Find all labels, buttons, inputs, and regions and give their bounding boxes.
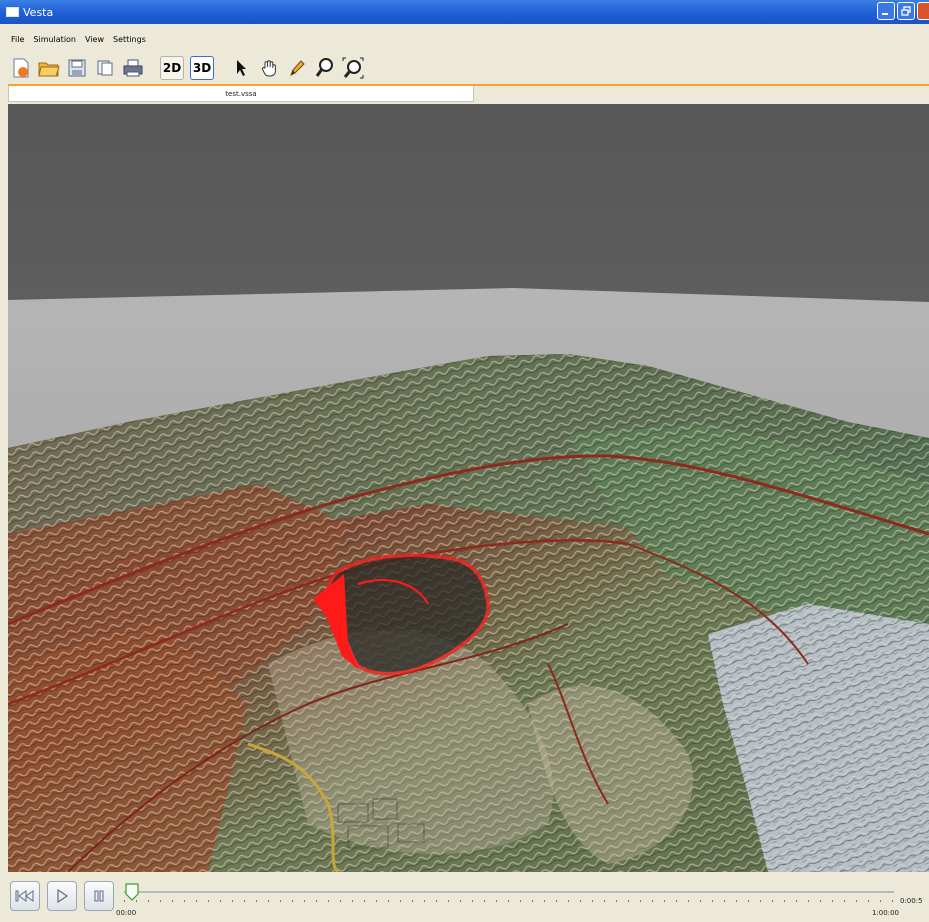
mode-2d-button[interactable]: 2D: [160, 56, 184, 80]
mode-3d-button[interactable]: 3D: [190, 56, 214, 80]
minimize-button[interactable]: [877, 2, 895, 20]
pause-button[interactable]: [84, 881, 114, 911]
start-time-label: 00:00: [116, 909, 137, 917]
restore-icon: [901, 6, 911, 16]
menu-simulation[interactable]: Simulation: [33, 35, 77, 44]
zoom-fit-icon: [342, 57, 364, 79]
tab-test-vssa[interactable]: test.vssa: [8, 86, 474, 102]
terrain-scene: [8, 104, 929, 872]
pause-icon: [94, 890, 104, 902]
zoom-tool-button[interactable]: [314, 57, 336, 79]
pan-tool-button[interactable]: [258, 57, 280, 79]
pencil-icon: [290, 60, 305, 77]
hand-icon: [261, 60, 276, 77]
maximize-button[interactable]: [897, 2, 915, 20]
menu-settings[interactable]: Settings: [113, 35, 146, 44]
timeline-ticks: [124, 900, 894, 902]
select-tool-button[interactable]: [230, 57, 252, 79]
pointer-icon: [237, 60, 246, 76]
play-button[interactable]: [47, 881, 77, 911]
copy-icon: [97, 60, 113, 76]
new-file-icon: [13, 58, 29, 78]
timeline-track: [124, 891, 894, 893]
window-controls: [877, 2, 929, 20]
toolbar: 2D 3D: [10, 53, 364, 83]
close-button[interactable]: [917, 2, 929, 20]
open-button[interactable]: [38, 57, 60, 79]
new-file-button[interactable]: [10, 57, 32, 79]
app-icon: [6, 7, 19, 17]
end-time-label: 1:00:00: [872, 909, 899, 917]
step-time-label: 0:00:5: [900, 897, 923, 905]
copy-button[interactable]: [94, 57, 116, 79]
fire-front: [313, 574, 358, 669]
zoom-fit-button[interactable]: [342, 57, 364, 79]
print-button[interactable]: [122, 57, 144, 79]
draw-tool-button[interactable]: [286, 57, 308, 79]
window-title: Vesta: [23, 5, 54, 19]
menu-bar: File Simulation View Settings: [0, 35, 146, 50]
magnifier-icon: [315, 58, 333, 77]
minimize-icon: [882, 13, 888, 15]
timeline-thumb[interactable]: [125, 883, 139, 901]
print-icon: [123, 59, 143, 77]
save-icon: [68, 59, 86, 77]
rewind-button[interactable]: [10, 881, 40, 911]
timeline-slider[interactable]: [116, 883, 896, 905]
menu-view[interactable]: View: [85, 35, 104, 44]
open-folder-icon: [38, 62, 60, 77]
playback-controls: 00:00 1:00:00 0:00:5: [0, 872, 929, 922]
menu-file[interactable]: File: [11, 35, 25, 44]
title-bar[interactable]: Vesta: [0, 0, 929, 24]
save-button[interactable]: [66, 57, 88, 79]
rewind-icon: [15, 890, 34, 902]
terrain-3d-viewport[interactable]: [8, 104, 929, 872]
play-icon: [57, 889, 69, 903]
document-tabs: test.vssa: [8, 86, 929, 104]
toolbar-divider: [8, 84, 929, 86]
